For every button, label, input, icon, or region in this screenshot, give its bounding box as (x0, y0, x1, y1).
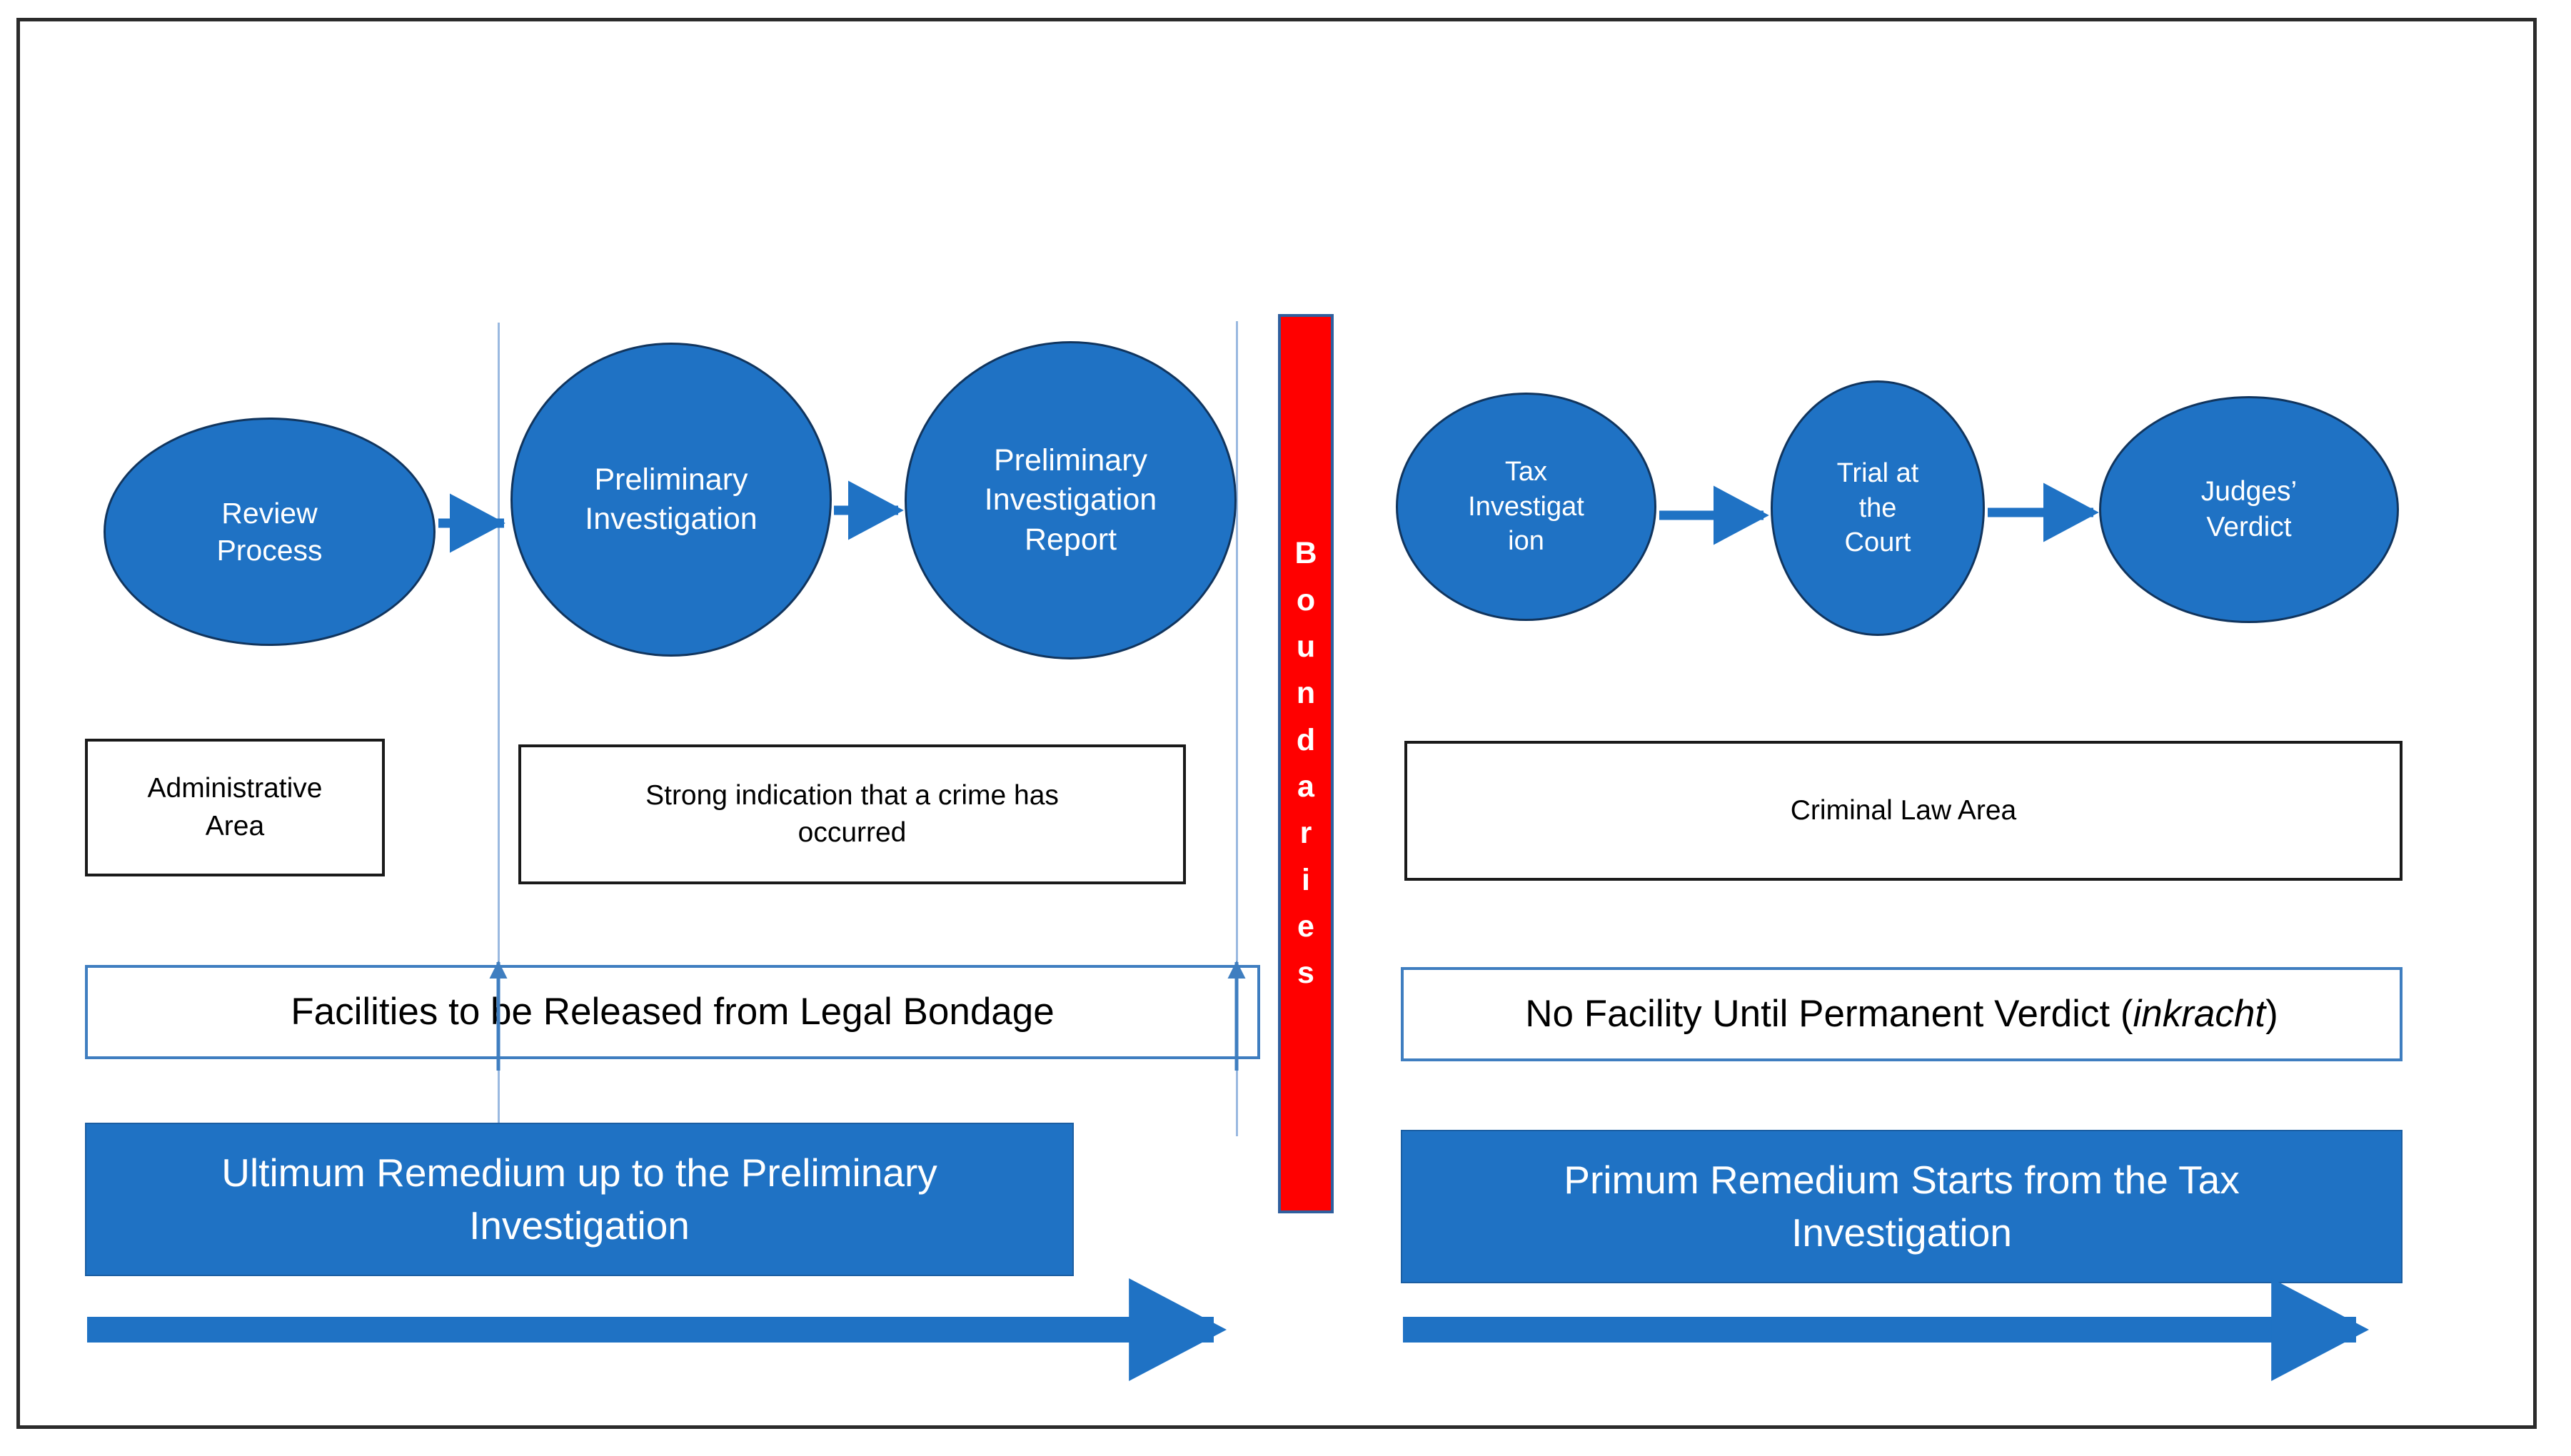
boundaries-letter: i (1302, 862, 1310, 897)
criminal-law-area-box: Criminal Law Area (1404, 741, 2403, 881)
boundaries-letter: u (1296, 629, 1316, 664)
boundaries-letter: o (1296, 582, 1316, 617)
boundaries-bar: B o u n d a r i e s (1278, 314, 1334, 1213)
criminal-law-area-label: Criminal Law Area (1790, 794, 2017, 826)
boundaries-letter: a (1297, 769, 1314, 804)
node-judges-verdict-label: Judges’Verdict (2200, 476, 2298, 542)
no-facility-suffix: ) (2265, 992, 2278, 1035)
boundaries-letter: e (1297, 909, 1314, 944)
facilities-released-label: Facilities to be Released from Legal Bon… (291, 990, 1055, 1033)
no-facility-label: No Facility Until Permanent Verdict (ink… (1525, 990, 2278, 1039)
boundaries-letter: s (1297, 956, 1314, 991)
no-facility-box: No Facility Until Permanent Verdict (ink… (1401, 967, 2403, 1061)
guide-line-left (498, 323, 500, 1136)
node-judges-verdict[interactable]: Judges’Verdict (2099, 396, 2399, 623)
no-facility-prefix: No Facility Until Permanent Verdict ( (1525, 992, 2133, 1035)
boundaries-letter: d (1296, 722, 1316, 757)
boundaries-letter: r (1299, 816, 1312, 851)
no-facility-italic-term: inkracht (2133, 992, 2266, 1035)
boundaries-letter: n (1296, 676, 1316, 711)
facilities-released-box: Facilities to be Released from Legal Bon… (85, 965, 1260, 1059)
guide-line-right (1236, 321, 1238, 1136)
boundaries-letter: B (1294, 536, 1317, 571)
